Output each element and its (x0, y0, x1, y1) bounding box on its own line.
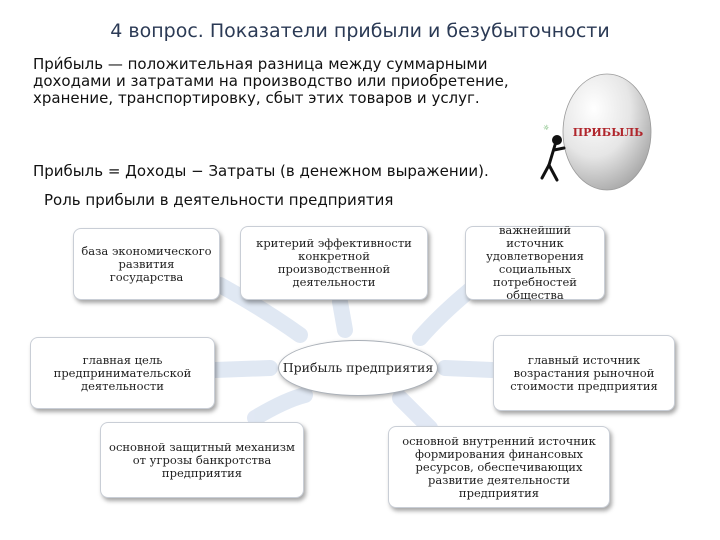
definition-paragraph: При́быль — положительная разница между с… (33, 56, 533, 107)
box-financial-resources: основной внутренний источник формировани… (388, 426, 610, 508)
arrow-right (437, 360, 500, 378)
profit-ball-illustration: ПРИБЫЛЬ ☼ (540, 73, 652, 191)
arrow-bottom-left (247, 387, 313, 426)
arrow-top-left (212, 277, 308, 343)
slide-title: 4 вопрос. Показатели прибыли и безубыточ… (110, 20, 610, 42)
center-profit-node: Прибыль предприятия (278, 340, 438, 396)
ball-label: ПРИБЫЛЬ (573, 126, 643, 139)
figure-pushing-ball-icon (540, 135, 566, 182)
ball-icon (562, 73, 652, 191)
box-market-value: главный источник возрастания рыночной ст… (493, 335, 675, 411)
profit-formula: Прибыль = Доходы − Затраты (в денежном в… (33, 162, 489, 180)
svg-text:☼: ☼ (543, 124, 549, 132)
definition-term: При́быль (33, 55, 104, 73)
box-state-development: база экономического развития государства (73, 228, 220, 300)
box-efficiency-criterion: критерий эффективности конкретной произв… (240, 226, 428, 300)
arrow-bottom-right (392, 390, 438, 436)
box-social-needs: важнейший источник удовлетворения социал… (465, 224, 605, 302)
diagram-arrows (207, 277, 500, 436)
box-bankruptcy-protection: основной защитный механизм от угрозы бан… (100, 422, 304, 498)
role-heading: Роль прибыли в деятельности предприятия (44, 191, 394, 209)
arrow-top-right (412, 282, 478, 346)
arrow-left (207, 360, 278, 378)
arrow-top-center (332, 294, 353, 338)
definition-text: — положительная разница между суммарными… (33, 55, 509, 107)
box-main-goal: главная цель предпринимательской деятель… (30, 337, 215, 409)
